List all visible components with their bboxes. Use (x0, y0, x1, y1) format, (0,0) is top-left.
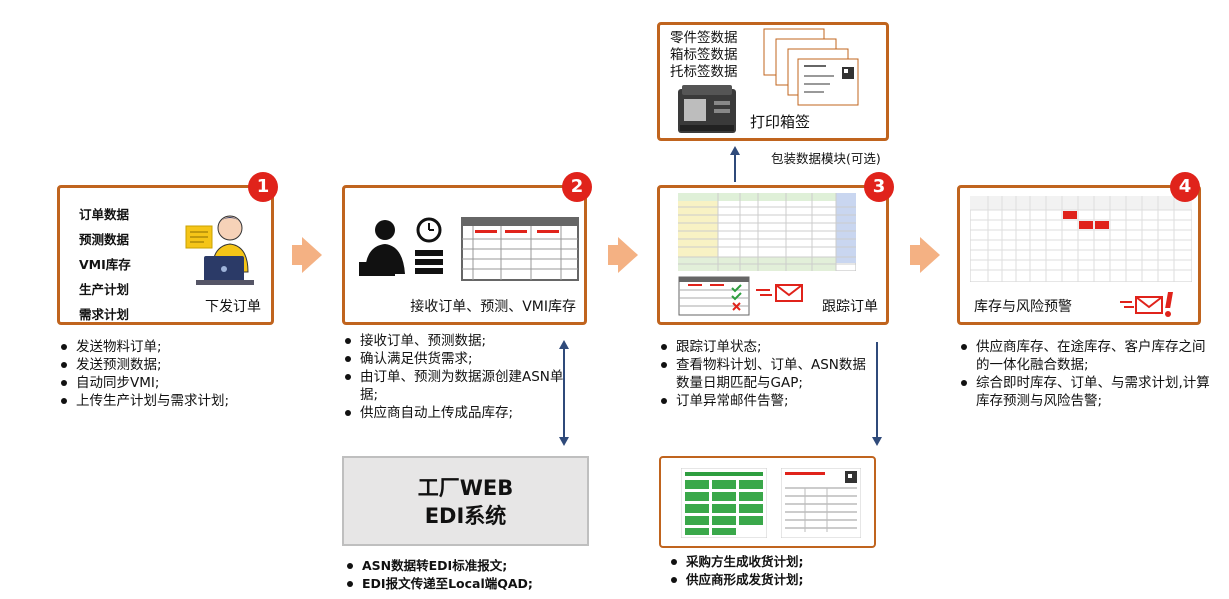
step3-number-badge: 3 (864, 172, 894, 202)
step2-bullet: 供应商自动上传成品库存; (342, 404, 564, 422)
order-table-icon (461, 217, 579, 281)
print-list-item: 托标签数据 (670, 64, 738, 80)
person-laptop-illustration (185, 215, 254, 285)
step3-bullet: 查看物料计划、订单、ASN数据数量日期匹配与GAP; (658, 356, 873, 392)
step3-bullet: 跟踪订单状态; (658, 338, 873, 356)
step3-caption: 跟踪订单 (822, 299, 878, 315)
plan-bullet: 采购方生成收货计划; (668, 553, 868, 571)
edi-bullet: ASN数据转EDI标准报文; (344, 557, 584, 575)
packaging-module-label: 包装数据模块(可选) (771, 151, 881, 166)
edi-system-box: 工厂WEB EDI系统 (342, 456, 589, 546)
step1-bullet: 发送预测数据; (58, 356, 288, 374)
step4-number-badge: 4 (1170, 172, 1200, 202)
step1-list-item: VMI库存 (79, 257, 131, 272)
step2-card: 接收订单、预测、VMI库存 (342, 185, 587, 325)
edi-bullet: EDI报文传递至Local端QAD; (344, 575, 584, 593)
flow-arrow-tail (608, 245, 618, 265)
edi-title-line2: EDI系统 (424, 504, 507, 528)
print-label-card: 零件签数据 箱标签数据 托标签数据 打印箱签 (657, 22, 889, 141)
risk-alert-mail-icon (1120, 292, 1173, 317)
alert-mail-icon (756, 284, 803, 302)
print-data-list: 零件签数据 箱标签数据 托标签数据 (670, 30, 738, 81)
step1-list-item: 预测数据 (79, 232, 130, 247)
step1-list-item: 生产计划 (79, 282, 130, 297)
flow-arrow-tail (292, 245, 302, 265)
print-list-item: 零件签数据 (670, 30, 738, 46)
delivery-plan-doc-icon (781, 468, 861, 538)
step1-list-item: 需求计划 (79, 307, 130, 322)
step2-bullets: 接收订单、预测数据; 确认满足供货需求; 由订单、预测为数据源创建ASN单据; … (342, 332, 564, 422)
double-arrow-connector (559, 340, 569, 446)
plan-documents-card (659, 456, 876, 548)
tracking-spreadsheet-icon (678, 193, 856, 271)
step1-list-item: 订单数据 (79, 207, 130, 222)
step4-caption: 库存与风险预警 (974, 299, 1072, 315)
flow-arrow-right-icon (618, 237, 638, 273)
flow-arrow-right-icon (920, 237, 940, 273)
edi-bullets: ASN数据转EDI标准报文; EDI报文传递至Local端QAD; (344, 557, 584, 593)
step2-bullet: 接收订单、预测数据; (342, 332, 564, 350)
step1-bullet: 上传生产计划与需求计划; (58, 392, 288, 410)
step1-data-list: 订单数据 预测数据 VMI库存 生产计划 需求计划 (79, 202, 131, 327)
step3-bullets: 跟踪订单状态; 查看物料计划、订单、ASN数据数量日期匹配与GAP; 订单异常邮… (658, 338, 873, 410)
printer-icon (678, 85, 736, 133)
step1-bullet: 发送物料订单; (58, 338, 288, 356)
plan-bullets: 采购方生成收货计划; 供应商形成发货计划; (668, 553, 868, 589)
edi-title-line1: 工厂WEB (417, 476, 514, 500)
step4-bullet: 综合即时库存、订单、与需求计划,计算库存预测与风险告警; (958, 374, 1216, 410)
print-caption: 打印箱签 (750, 113, 811, 131)
step1-bullet: 自动同步VMI; (58, 374, 288, 392)
step3-bullet: 订单异常邮件告警; (658, 392, 873, 410)
stacked-labels-icon (763, 28, 859, 106)
flow-arrow-tail (910, 245, 920, 265)
step1-bullets: 发送物料订单; 发送预测数据; 自动同步VMI; 上传生产计划与需求计划; (58, 338, 288, 410)
step1-number-badge: 1 (248, 172, 278, 202)
inventory-table-icon (970, 196, 1192, 282)
step1-caption: 下发订单 (205, 299, 261, 315)
up-arrow-connector (730, 146, 740, 182)
step4-bullets: 供应商库存、在途库存、客户库存之间的一体化融合数据; 综合即时库存、订单、与需求… (958, 338, 1216, 410)
step2-bullet: 由订单、预测为数据源创建ASN单据; (342, 368, 564, 404)
step4-bullet: 供应商库存、在途库存、客户库存之间的一体化融合数据; (958, 338, 1216, 374)
flow-arrow-right-icon (302, 237, 322, 273)
print-list-item: 箱标签数据 (670, 47, 738, 63)
plan-bullet: 供应商形成发货计划; (668, 571, 868, 589)
step4-card: 库存与风险预警 (957, 185, 1201, 325)
step2-number-badge: 2 (562, 172, 592, 202)
operator-clock-icon (359, 217, 443, 276)
step2-bullet: 确认满足供货需求; (342, 350, 564, 368)
receiving-plan-doc-icon (681, 468, 767, 538)
step3-card: 跟踪订单 (657, 185, 889, 325)
down-arrow-connector (872, 342, 882, 446)
checklist-icon (678, 276, 750, 316)
step1-card: 订单数据 预测数据 VMI库存 生产计划 需求计划 下发订单 (57, 185, 274, 325)
step2-caption: 接收订单、预测、VMI库存 (410, 299, 576, 315)
